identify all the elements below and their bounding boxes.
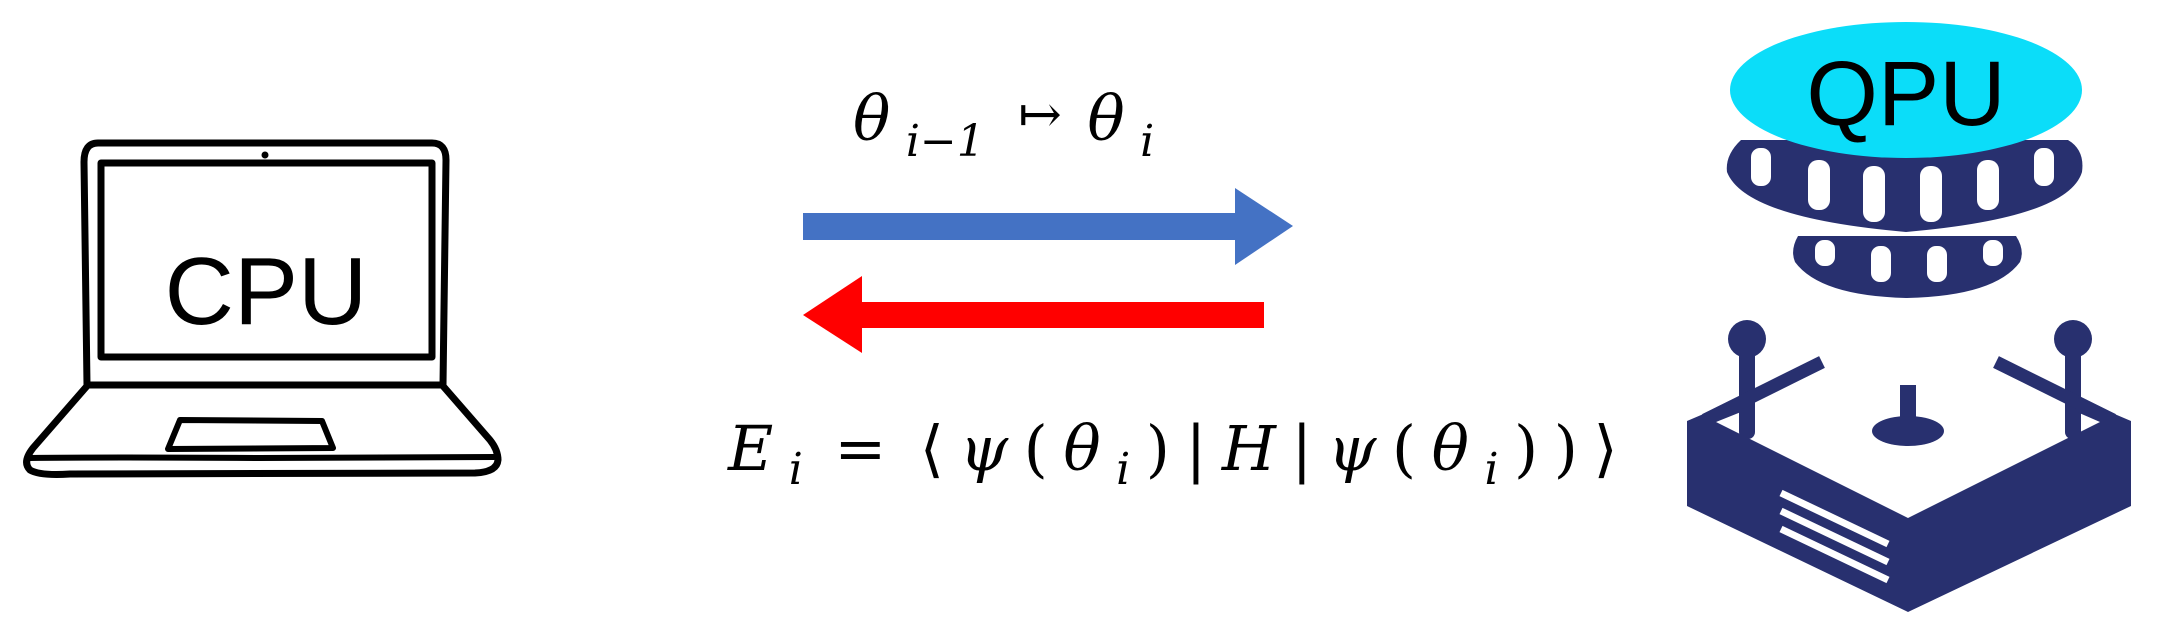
forward-arrow-head — [1235, 188, 1293, 265]
subscript-i-minus-1: i−1 — [906, 116, 985, 167]
qpu-lower-ring — [1793, 236, 2022, 298]
theta-symbol: θ — [1063, 412, 1100, 485]
energy-expectation-label: E i = ⟨ ψ ( θ i ) | H | ψ ( θ i ) ) ⟩ — [727, 412, 1618, 498]
ket-right-angle: ⟩ — [1593, 412, 1617, 485]
theta-symbol: θ — [1432, 412, 1469, 485]
laptop-camera-dot — [261, 151, 269, 159]
laptop-base — [23, 382, 502, 478]
open-paren: ( — [1024, 412, 1048, 485]
energy-symbol: E — [727, 412, 773, 485]
mapsto-symbol: ↦ — [1018, 85, 1062, 145]
hamiltonian-symbol: H — [1221, 412, 1278, 485]
subscript-i: i — [789, 444, 803, 495]
laptop-base-edge — [27, 454, 497, 461]
qpu-vent-lines — [1779, 489, 1890, 584]
qpu-top-disc — [1730, 22, 2082, 158]
close-paren: ) — [1554, 412, 1578, 485]
theta-symbol: θ — [853, 82, 890, 155]
backward-arrow-head — [803, 276, 862, 353]
qpu-label: QPU — [1806, 43, 2005, 145]
laptop-trackpad — [165, 417, 336, 452]
equals-symbol: = — [834, 412, 886, 485]
cpu-label: CPU — [165, 238, 368, 345]
psi-symbol: ψ — [1328, 412, 1378, 485]
subscript-i: i — [1484, 444, 1498, 495]
bra-left-angle: ⟨ — [920, 412, 944, 485]
close-paren: ) — [1514, 412, 1538, 485]
subscript-i: i — [1140, 116, 1154, 167]
open-paren: ( — [1392, 412, 1416, 485]
qpu-upper-ring-slots — [1751, 148, 2054, 222]
close-paren: ) — [1146, 412, 1170, 485]
forward-arrow-label: θ i−1 ↦ θ i — [853, 78, 1154, 170]
forward-arrow-shaft — [803, 213, 1237, 240]
subscript-i: i — [1116, 444, 1130, 495]
laptop-icon — [23, 139, 502, 478]
forward-arrow — [803, 188, 1293, 265]
qpu-base-box — [1687, 398, 2131, 612]
qpu-posts — [1702, 320, 2116, 446]
quantum-processor-icon — [1687, 22, 2131, 612]
backward-arrow — [803, 276, 1264, 353]
laptop-screen — [97, 159, 436, 361]
theta-symbol: θ — [1087, 82, 1124, 155]
psi-symbol: ψ — [960, 412, 1010, 485]
bar-symbol: | — [1291, 412, 1312, 485]
qpu-lower-ring-slots — [1815, 240, 2003, 282]
bar-symbol: | — [1185, 412, 1206, 485]
backward-arrow-shaft — [860, 302, 1264, 328]
